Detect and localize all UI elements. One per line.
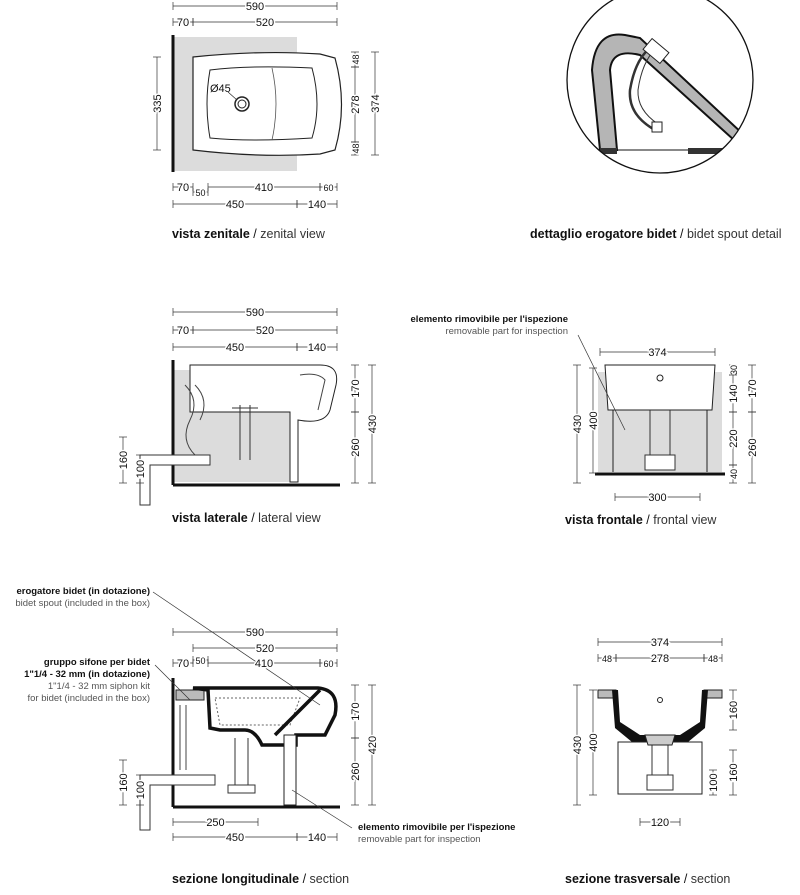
note-en-line2: for bidet (included in the box)	[27, 693, 150, 704]
dimension-label: 520	[256, 17, 274, 29]
dimension-label: 70	[177, 182, 189, 194]
dimension-label: 374	[651, 637, 669, 649]
dimension-label: 430	[572, 736, 584, 754]
dimension-label: 278	[350, 95, 362, 113]
dimension-label: 70	[177, 325, 189, 337]
note-siphon-kit: gruppo sifone per bidet 1"1/4 - 32 mm (i…	[0, 657, 150, 705]
dimension-label: 140	[728, 384, 740, 402]
caption-en: section	[309, 872, 350, 886]
caption-it: vista frontale	[565, 513, 643, 527]
caption-it: dettaglio erogatore bidet	[530, 227, 677, 241]
caption-it: vista zenitale	[172, 227, 250, 241]
dimension-label: 48	[351, 54, 361, 64]
caption-en: zenital view	[260, 227, 325, 241]
dimension-label: 520	[256, 325, 274, 337]
dimension-label: 40	[729, 469, 739, 479]
dimension-label: 220	[728, 429, 740, 447]
dimension-label: 48	[708, 654, 718, 664]
dimension-label: 450	[226, 832, 244, 844]
dimension-label: 160	[118, 451, 130, 469]
caption-frontal-view: vista frontale / frontal view	[565, 513, 717, 527]
transverse-section-drawing	[597, 689, 723, 795]
dimension-label: 60	[323, 659, 333, 669]
dimension-label: 48	[351, 143, 361, 153]
dimension-label: 50	[195, 188, 205, 198]
dimension-label: 160	[118, 773, 130, 791]
note-it: erogatore bidet (in dotazione)	[16, 586, 150, 597]
note-en: bidet spout (included in the box)	[15, 598, 150, 609]
dimension-label: 374	[648, 347, 666, 359]
note-frontal-removable-part: elemento rimovibile per l'ispezione remo…	[400, 314, 568, 338]
caption-en: bidet spout detail	[686, 227, 782, 241]
note-en-line1: 1"1/4 - 32 mm siphon kit	[47, 681, 150, 692]
dimension-label: 590	[246, 627, 264, 639]
caption-longitudinal-section: sezione longitudinale / section	[172, 872, 350, 886]
dimension-label: 374	[370, 94, 382, 112]
dimension-label: 48	[602, 654, 612, 664]
dimension-label: 260	[747, 438, 759, 456]
dimension-label: 250	[206, 817, 224, 829]
dimension-label: 170	[747, 379, 759, 397]
dimension-label: 140	[308, 199, 326, 211]
caption-transverse-section: sezione trasversale / section	[565, 872, 731, 886]
caption-zenital-view: vista zenitale / zenital view	[172, 227, 325, 241]
caption-it: vista laterale	[172, 511, 248, 525]
note-en: removable part for inspection	[358, 834, 481, 845]
dimension-label: 260	[350, 438, 362, 456]
dimension-label: 170	[350, 702, 362, 720]
dimension-label: 300	[648, 492, 666, 504]
caption-it: sezione trasversale	[565, 872, 681, 886]
dimension-label: 100	[708, 773, 720, 791]
dimension-label: 140	[308, 832, 326, 844]
lateral-view-drawing	[139, 360, 340, 506]
dimension-label: 50	[195, 656, 205, 666]
frontal-view-drawing	[577, 334, 725, 476]
dimension-label: 100	[135, 781, 147, 799]
hole-diameter-label: Ø45	[210, 83, 231, 95]
dimension-label: 278	[651, 653, 669, 665]
caption-en: frontal view	[653, 513, 717, 527]
note-it: elemento rimovibile per l'ispezione	[410, 314, 568, 325]
zenital-view-drawing: Ø45	[171, 35, 343, 172]
dimension-label: 260	[350, 762, 362, 780]
dimension-label: 430	[572, 415, 584, 433]
dimension-label: 100	[135, 460, 147, 478]
dimension-label: 30	[729, 365, 739, 375]
dimension-label: 70	[177, 17, 189, 29]
dimension-label: 590	[246, 307, 264, 319]
dimension-label: 400	[588, 733, 600, 751]
dimension-label: 160	[728, 763, 740, 781]
spout-detail-drawing	[566, 0, 754, 174]
dimension-label: 420	[367, 736, 379, 754]
dimension-lines: 590 70 520 70 50 410 60 450 140 590 70 520 450 140 374…	[117, 0, 761, 846]
dimension-label: 70	[177, 658, 189, 670]
note-bidet-spout: erogatore bidet (in dotazione) bidet spo…	[0, 586, 150, 610]
dimension-label: 170	[350, 379, 362, 397]
dimension-label: 520	[256, 643, 274, 655]
note-it-line1: gruppo sifone per bidet	[43, 657, 150, 668]
dimension-label: 160	[728, 701, 740, 719]
dimension-label: 450	[226, 199, 244, 211]
dimension-label: 60	[323, 183, 333, 193]
dimension-label: 400	[588, 411, 600, 429]
dimension-label: 450	[226, 342, 244, 354]
dimension-label: 120	[651, 817, 669, 829]
dimension-label: 590	[246, 1, 264, 13]
dimension-label: 410	[255, 182, 273, 194]
dimension-label: 410	[255, 658, 273, 670]
caption-spout-detail: dettaglio erogatore bidet / bidet spout …	[530, 227, 782, 241]
note-en: removable part for inspection	[445, 326, 568, 337]
caption-lateral-view: vista laterale / lateral view	[172, 511, 321, 525]
caption-it: sezione longitudinale	[172, 872, 300, 886]
note-it-line2: 1"1/4 - 32 mm (in dotazione)	[24, 669, 150, 680]
caption-en: lateral view	[258, 511, 321, 525]
longitudinal-section-drawing	[139, 591, 353, 831]
note-longitudinal-removable-part: elemento rimovibile per l'ispezione remo…	[358, 822, 515, 846]
dimension-label: 335	[152, 94, 164, 112]
dimension-label: 140	[308, 342, 326, 354]
note-it: elemento rimovibile per l'ispezione	[358, 822, 516, 833]
dimension-label: 430	[367, 415, 379, 433]
caption-en: section	[690, 872, 731, 886]
